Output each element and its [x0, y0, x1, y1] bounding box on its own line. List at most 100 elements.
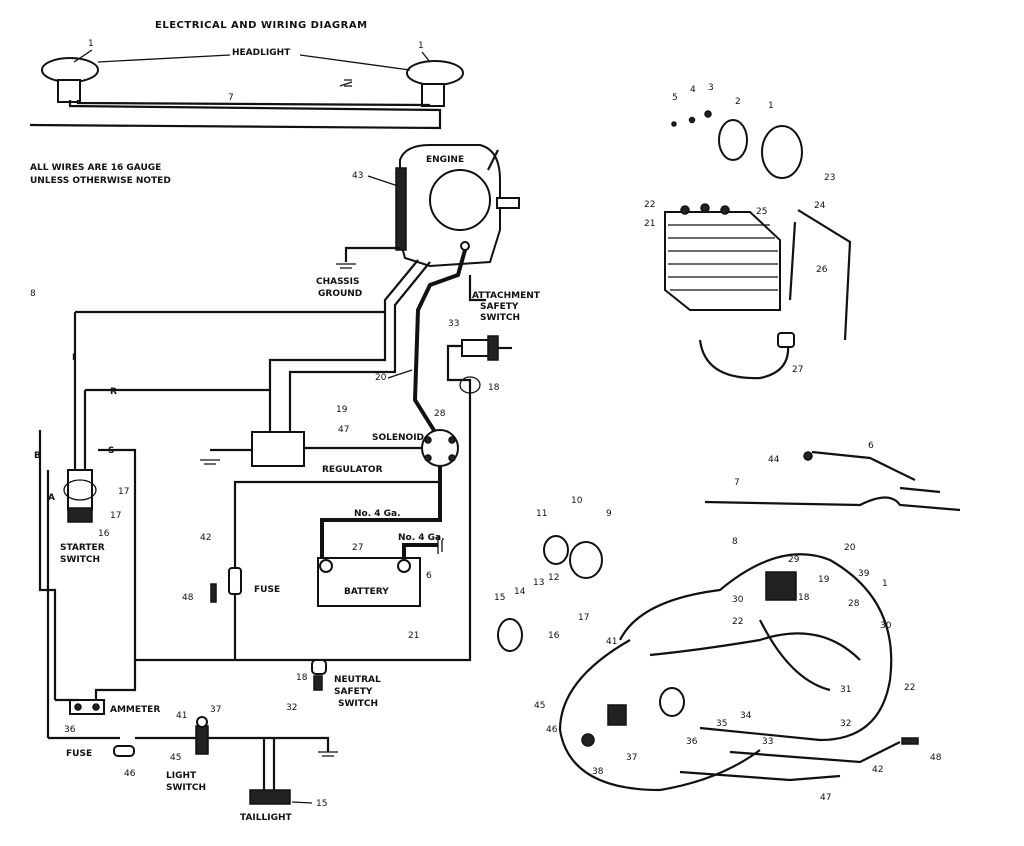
callout-41: 41	[176, 711, 187, 721]
svg-text:23: 23	[824, 173, 835, 183]
svg-text:46: 46	[546, 725, 558, 735]
svg-text:28: 28	[848, 599, 860, 609]
svg-text:18: 18	[798, 593, 810, 603]
svg-text:44: 44	[768, 455, 780, 465]
svg-text:25: 25	[756, 207, 767, 217]
attachment-label-3: SWITCH	[480, 313, 520, 323]
svg-text:48: 48	[930, 753, 942, 763]
neutral-label-1: NEUTRAL	[334, 675, 381, 685]
exploded-battery-cables: 23 24 26 27	[698, 173, 852, 380]
svg-text:42: 42	[872, 765, 883, 775]
attachment-label-1: ATTACHMENT	[472, 291, 541, 301]
svg-text:6: 6	[868, 441, 874, 451]
svg-text:8: 8	[732, 537, 738, 547]
light-switch	[195, 716, 209, 755]
exploded-headlight-parts: 5 4 3 2 1	[671, 83, 803, 179]
solenoid	[421, 429, 459, 467]
svg-text:22: 22	[732, 617, 743, 627]
svg-text:11: 11	[536, 509, 547, 519]
starter-label-1: STARTER	[60, 543, 105, 553]
svg-text:29: 29	[788, 555, 800, 565]
note-line-1: ALL WIRES ARE 16 GAUGE	[30, 163, 161, 173]
callout-21: 21	[408, 631, 419, 641]
battery-label: BATTERY	[344, 587, 389, 597]
callout-43: 43	[352, 171, 363, 181]
attachment-safety-switch	[461, 335, 512, 361]
svg-text:7: 7	[734, 478, 740, 488]
callout-1b: 1	[418, 41, 424, 51]
grommet-18	[459, 376, 481, 394]
svg-text:22: 22	[904, 683, 915, 693]
chassis-label-2: GROUND	[318, 289, 362, 299]
svg-text:4: 4	[690, 85, 696, 95]
callout-15: 15	[316, 799, 327, 809]
starter-label-2: SWITCH	[60, 555, 100, 565]
inline-fuse	[228, 567, 242, 595]
callout-18c: 18	[296, 673, 308, 683]
fuse-holder	[113, 745, 135, 757]
exploded-battery: 22 21 25	[644, 200, 781, 311]
svg-text:35: 35	[716, 719, 727, 729]
headlight-label: HEADLIGHT	[232, 48, 291, 58]
chassis-label-1: CHASSIS	[316, 277, 360, 287]
svg-text:33: 33	[762, 737, 773, 747]
callout-28: 28	[434, 409, 446, 419]
svg-text:26: 26	[816, 265, 828, 275]
svg-text:2: 2	[735, 97, 741, 107]
callout-18b: 18	[488, 383, 500, 393]
svg-text:20: 20	[844, 543, 856, 553]
svg-text:37: 37	[626, 753, 637, 763]
ammeter-label: AMMETER	[110, 705, 160, 715]
callout-37: 37	[210, 705, 221, 715]
callout-8: 8	[30, 289, 36, 299]
svg-text:15: 15	[494, 593, 505, 603]
svg-text:17: 17	[578, 613, 589, 623]
svg-text:16: 16	[548, 631, 560, 641]
svg-text:10: 10	[571, 496, 583, 506]
headlight-right	[406, 60, 464, 107]
svg-text:36: 36	[686, 737, 698, 747]
neutral-label-3: SWITCH	[338, 699, 378, 709]
wire-B-label: B	[34, 451, 41, 461]
callout-32: 32	[286, 703, 297, 713]
svg-text:31: 31	[840, 685, 851, 695]
diagram-title: ELECTRICAL AND WIRING DIAGRAM	[155, 20, 368, 31]
wire-I-label: I	[72, 353, 75, 363]
callout-36: 36	[64, 725, 76, 735]
ammeter	[69, 699, 105, 715]
callout-6: 6	[426, 571, 432, 581]
callout-1a: 1	[88, 39, 94, 49]
callout-46: 46	[124, 769, 136, 779]
svg-text:9: 9	[606, 509, 612, 519]
regulator	[251, 431, 305, 467]
neutral-safety-switch	[311, 659, 327, 691]
callout-47: 47	[338, 425, 349, 435]
svg-text:27: 27	[792, 365, 803, 375]
svg-text:38: 38	[592, 767, 604, 777]
ground-symbol-head	[339, 79, 353, 87]
svg-text:13: 13	[533, 578, 544, 588]
svg-text:34: 34	[740, 711, 752, 721]
svg-text:5: 5	[672, 93, 678, 103]
engine	[395, 144, 520, 268]
neutral-label-2: SAFETY	[334, 687, 373, 697]
headlight-left	[41, 57, 99, 103]
callout-16: 16	[98, 529, 110, 539]
callout-48: 48	[182, 593, 194, 603]
wire-S-label: S	[108, 446, 114, 456]
svg-text:1: 1	[768, 101, 774, 111]
svg-text:21: 21	[644, 219, 655, 229]
fuse-48	[210, 583, 217, 603]
fuse-label: FUSE	[254, 585, 280, 595]
svg-text:30: 30	[732, 595, 744, 605]
no4ga-b-label: No. 4 Ga.	[398, 533, 445, 543]
attachment-label-2: SAFETY	[480, 302, 519, 312]
svg-text:19: 19	[818, 575, 830, 585]
wire-R-label: R	[110, 387, 117, 397]
callout-20: 20	[375, 373, 387, 383]
svg-text:22: 22	[644, 200, 655, 210]
starter-switch	[63, 469, 97, 523]
taillight	[249, 789, 291, 805]
callout-18a: 17	[118, 487, 129, 497]
